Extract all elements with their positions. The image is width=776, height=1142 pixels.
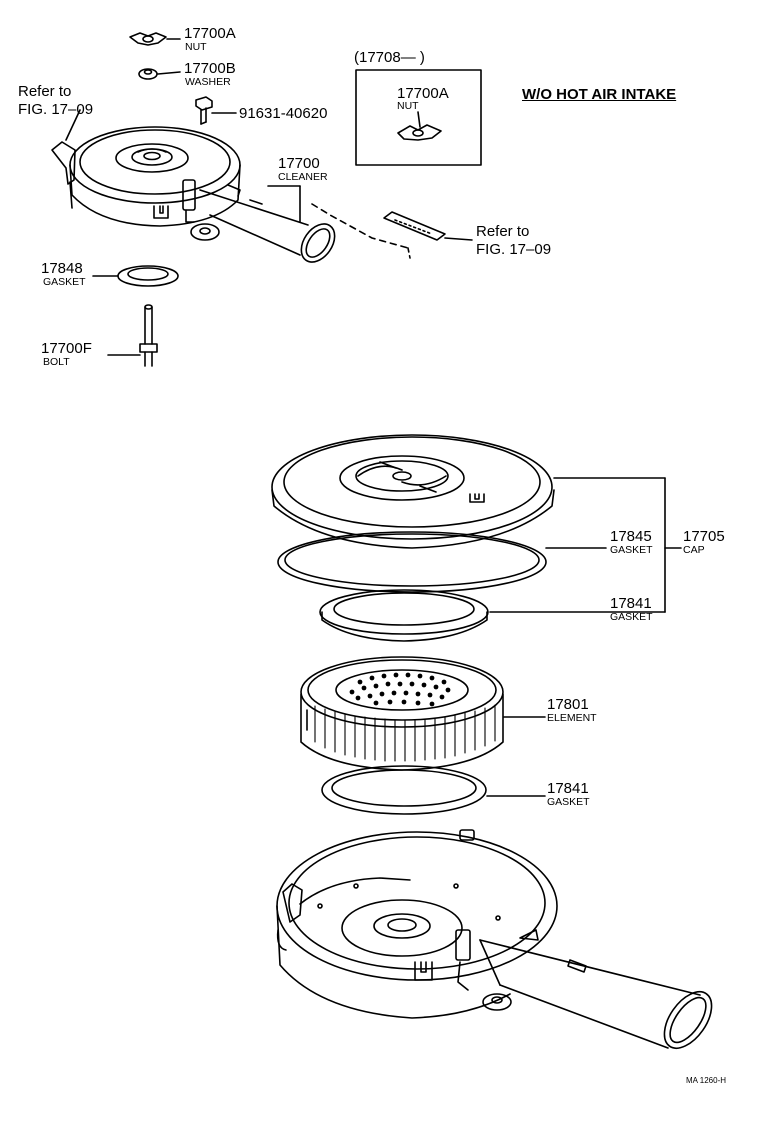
hose-strap-icon: [383, 211, 473, 241]
page-title: W/O HOT AIR INTAKE: [522, 86, 677, 103]
stud-bolt-icon: [107, 304, 158, 367]
part-name-nut: NUT: [185, 41, 207, 53]
part-name-gasket-17848: GASKET: [43, 276, 86, 288]
inset-box: [355, 69, 482, 166]
part-number-nut: 17700A: [184, 25, 236, 42]
part-number-gasket-17848: 17848: [41, 260, 83, 277]
inset-wing-nut-icon: [397, 111, 442, 141]
inset-group-label: (17708— ): [354, 49, 425, 66]
refer-left-line2: FIG. 17–09: [18, 101, 94, 118]
part-number-cap: 17705: [683, 528, 725, 545]
part-number-screw: 91631-40620: [239, 105, 328, 122]
refer-left-line1: Refer to: [18, 83, 72, 100]
refer-right-line2: FIG. 17–09: [476, 241, 552, 258]
wing-nut-icon: [129, 32, 181, 46]
part-name-element: ELEMENT: [547, 712, 597, 724]
part-name-gasket-17841-upper: GASKET: [610, 611, 653, 623]
screw-icon: [195, 96, 237, 125]
part-number-bolt: 17700F: [41, 340, 92, 357]
gasket-17841-upper-icon: [319, 589, 489, 642]
air-cleaner-assembly-icon: [51, 126, 336, 263]
part-number-cleaner: 17700: [278, 155, 320, 172]
washer-icon: [138, 68, 181, 80]
part-number-gasket-17841-upper: 17841: [610, 595, 652, 612]
part-name-cleaner: CLEANER: [278, 171, 328, 183]
air-cleaner-body-icon: [276, 829, 713, 1049]
part-number-washer: 17700B: [184, 60, 236, 77]
part-name-gasket-17841-lower: GASKET: [547, 796, 590, 808]
filter-element-icon: [300, 656, 546, 771]
inset-part-name: NUT: [397, 100, 419, 112]
cap-17705-icon: [271, 434, 555, 549]
drawing-code: MA 1260-H: [686, 1076, 727, 1085]
gasket-17841-lower-icon: [321, 765, 546, 815]
part-number-gasket-17845: 17845: [610, 528, 652, 545]
part-number-gasket-17841-lower: 17841: [547, 780, 589, 797]
part-name-cap: CAP: [683, 544, 705, 556]
refer-right-line1: Refer to: [476, 223, 530, 240]
part-name-bolt: BOLT: [43, 356, 70, 368]
part-name-gasket-17845: GASKET: [610, 544, 653, 556]
part-number-element: 17801: [547, 696, 589, 713]
inset-part-number: 17700A: [397, 85, 449, 102]
gasket-17845-icon: [277, 531, 547, 593]
gasket-17848-icon: [92, 265, 179, 287]
part-name-washer: WASHER: [185, 76, 231, 88]
